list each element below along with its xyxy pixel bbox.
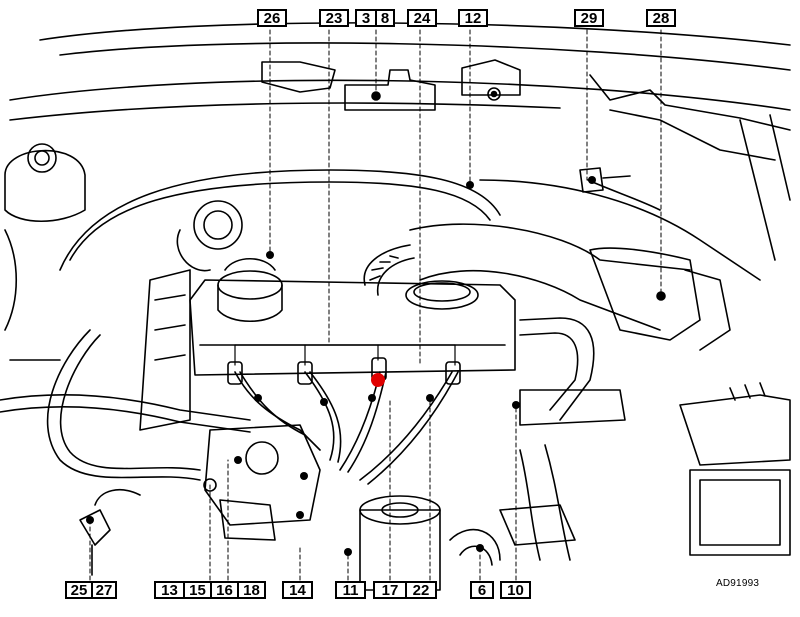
corrugated-hose (363, 244, 415, 296)
injection-pump (203, 424, 321, 541)
label-text: 14 (289, 581, 306, 599)
leader-lines (89, 29, 662, 581)
cowl-lines (9, 22, 791, 121)
highlight-dot (371, 373, 385, 387)
label-text: 11 (342, 581, 359, 599)
label-text: 28 (652, 9, 670, 27)
air-box (679, 382, 791, 556)
label-text: 15 (183, 583, 210, 598)
tank-cap (176, 200, 243, 272)
intake-pipe (519, 317, 626, 426)
strut-tower (4, 143, 86, 331)
callout-dots (86, 176, 596, 556)
label-3-8: 3 8 (355, 9, 395, 27)
oil-filler-cap (217, 258, 283, 322)
label-text: 3 (361, 9, 371, 27)
label-10: 10 (500, 581, 531, 599)
oil-filter (359, 495, 441, 591)
label-13-15-16-18: 13 15 16 18 (154, 581, 266, 599)
label-text: 22 (405, 583, 435, 598)
label-29: 29 (574, 9, 604, 27)
center-cap (405, 280, 479, 310)
label-text: 23 (325, 9, 343, 27)
label-text: 8 (375, 11, 393, 26)
bracket-23 (234, 344, 456, 366)
label-text: 26 (263, 9, 281, 27)
sensor-29 (579, 167, 631, 193)
label-24: 24 (407, 9, 437, 27)
label-text: 27 (91, 583, 115, 598)
label-text: 18 (237, 583, 264, 598)
label-14: 14 (282, 581, 313, 599)
label-25-27: 25 27 (65, 581, 117, 599)
label-text: 16 (210, 583, 237, 598)
right-fender (589, 74, 791, 261)
label-11: 11 (335, 581, 366, 599)
label-text: 6 (477, 581, 487, 599)
label-23: 23 (319, 9, 349, 27)
label-26: 26 (257, 9, 287, 27)
label-12: 12 (458, 9, 488, 27)
label-text: 25 (70, 581, 88, 599)
label-text: 10 (507, 581, 524, 599)
cylinder-head (139, 269, 516, 431)
label-28: 28 (646, 9, 676, 27)
left-sensor (79, 489, 141, 576)
label-text: 12 (464, 9, 482, 27)
label-text: 17 (381, 581, 399, 599)
label-text: 29 (580, 9, 598, 27)
lower-hose (449, 444, 576, 566)
label-6: 6 (470, 581, 494, 599)
label-17-22: 17 22 (373, 581, 437, 599)
injector-lines (234, 371, 459, 485)
intake-duct (409, 223, 731, 351)
drawing-code: AD91993 (716, 578, 760, 589)
top-brackets (261, 59, 521, 111)
label-text: 13 (161, 581, 178, 599)
label-text: 24 (413, 9, 431, 27)
